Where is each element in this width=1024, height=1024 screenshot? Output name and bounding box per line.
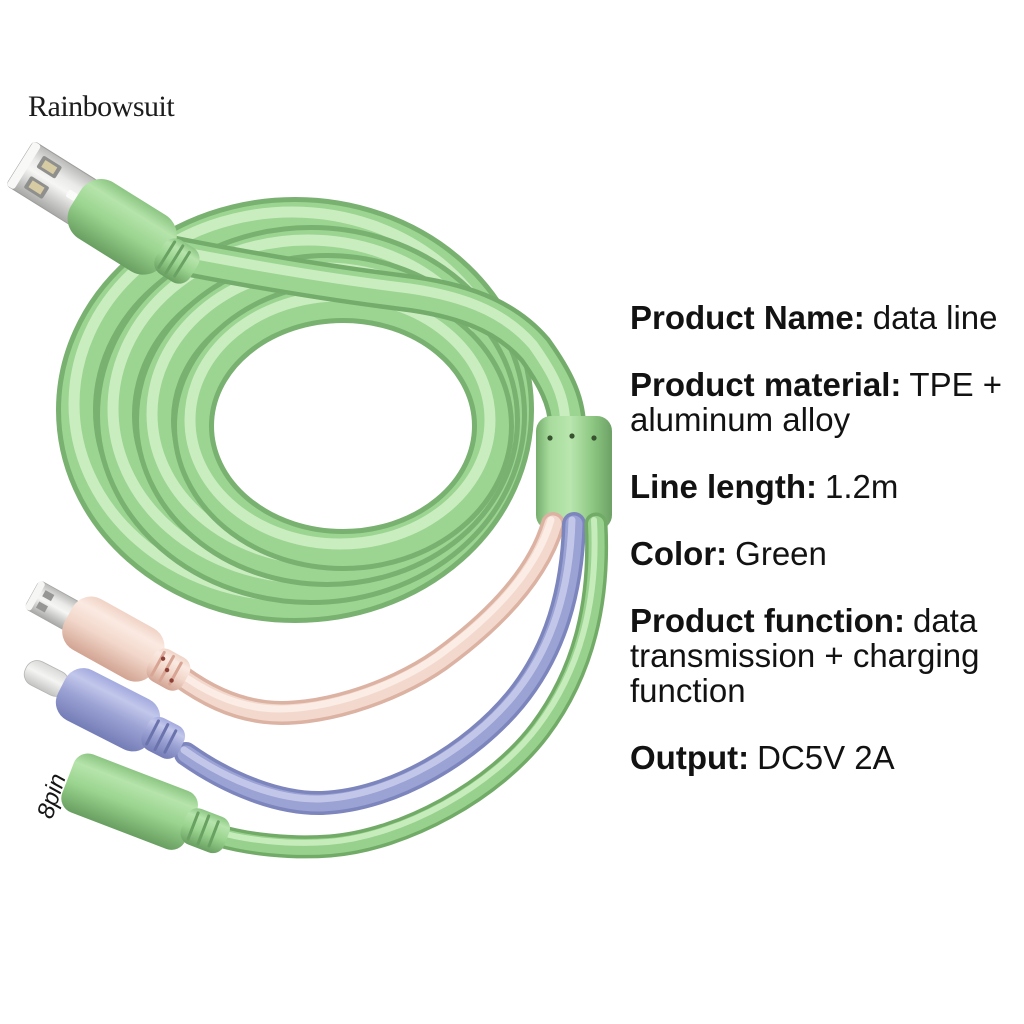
spec-value: DC5V 2A — [757, 739, 895, 776]
cable-splitter — [536, 416, 612, 530]
usb-c-ridges — [145, 719, 178, 754]
spec-line-length: Line length:1.2m — [630, 469, 1024, 504]
usb-a-body — [67, 179, 177, 275]
spec-value: TPE + aluminum alloy — [630, 366, 1003, 438]
splitter-dot — [569, 433, 575, 439]
ridge-dot — [169, 678, 174, 683]
micro-usb-slot — [42, 590, 55, 602]
micro-usb-body — [62, 596, 165, 682]
lightning-strain-relief — [180, 808, 231, 854]
usb-c-body — [55, 668, 161, 752]
micro-usb-connector — [25, 581, 191, 691]
micro-usb-branch-cable — [168, 512, 565, 725]
cable-coil — [56, 197, 534, 623]
lightning-connector — [61, 753, 231, 854]
lightning-body — [61, 753, 198, 850]
spec-label: Color: — [630, 535, 728, 572]
spec-color: Color:Green — [630, 536, 1024, 571]
lightning-branch-cable — [208, 512, 609, 859]
usb-a-connector — [7, 141, 200, 284]
usb-a-ridges — [157, 240, 191, 278]
spec-product-material: Product material:TPE + aluminum alloy — [630, 367, 1024, 437]
ridge-dot — [160, 656, 166, 661]
usb-a-tip-face — [7, 142, 41, 189]
spec-value: data line — [872, 299, 998, 336]
spec-label: Product Name: — [630, 299, 865, 336]
spec-label: Product function: — [630, 602, 905, 639]
spec-list: Product Name:data line Product material:… — [630, 300, 1024, 807]
splitter-dot — [547, 435, 553, 441]
spec-label: Product material: — [630, 366, 902, 403]
usb-a-shell-hole — [66, 190, 78, 201]
ridge-dot — [164, 667, 170, 673]
spec-label: Output: — [630, 739, 750, 776]
main-cable-run — [141, 233, 586, 443]
micro-usb-tip-face — [25, 581, 45, 611]
usb-c-connector — [23, 660, 186, 759]
8pin-label: 8pin — [32, 770, 72, 821]
spec-product-function: Product function:data transmission + cha… — [630, 603, 1024, 708]
watermark: Rainbowsuit — [28, 90, 175, 123]
spec-value: data transmission + charging function — [630, 602, 980, 709]
spec-value: 1.2m — [824, 468, 899, 505]
lightning-ridges — [186, 811, 220, 848]
usb-c-strain-relief — [141, 716, 186, 759]
usb-a-contact-pad — [41, 160, 58, 175]
splitter-dot — [591, 435, 597, 441]
spec-product-name: Product Name:data line — [630, 300, 1024, 335]
spec-value: Green — [735, 535, 827, 572]
usb-a-contact-pad — [28, 180, 45, 195]
usb-c-branch-cable — [174, 512, 586, 816]
spec-output: Output:DC5V 2A — [630, 740, 1024, 775]
spec-label: Line length: — [630, 468, 817, 505]
micro-usb-slot — [35, 601, 49, 613]
